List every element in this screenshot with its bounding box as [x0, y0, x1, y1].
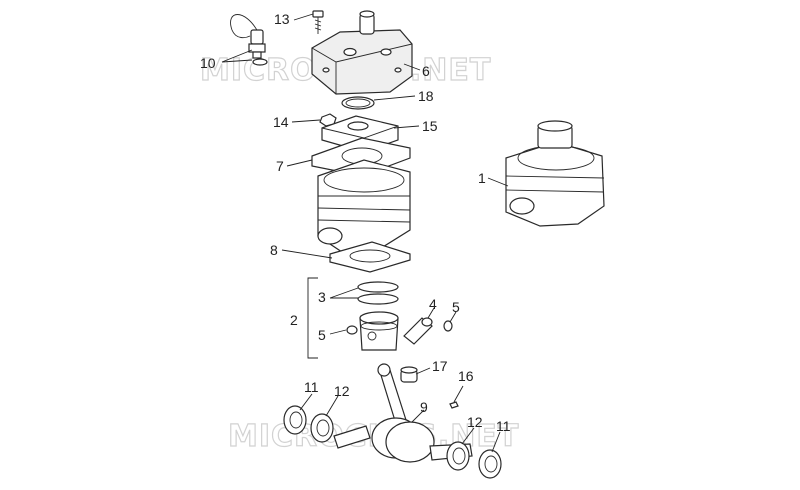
- callout-5-left: 5: [318, 327, 326, 343]
- part-11-oil-seal-right: [478, 449, 502, 479]
- callout-12-right: 12: [467, 414, 483, 430]
- leader-lines: [221, 13, 509, 453]
- callout-12-left: 12: [334, 383, 350, 399]
- callout-13: 13: [274, 11, 290, 27]
- part-4-piston-pin: [403, 317, 433, 345]
- cylinder-barrel: [317, 159, 411, 253]
- callout-14: 14: [273, 114, 289, 130]
- callout-16: 16: [458, 368, 474, 384]
- callout-7: 7: [276, 158, 284, 174]
- part-8-base-gasket: [329, 241, 411, 273]
- callout-5-right: 5: [452, 299, 460, 315]
- part-13-screw: [312, 10, 324, 34]
- callout-labels: 13 10 6 18 14 15 7 1 8 3 2 4 5 5 17 16 1…: [200, 11, 511, 434]
- callout-18: 18: [418, 88, 434, 104]
- callout-9: 9: [420, 399, 428, 415]
- part-16-key: [449, 401, 459, 409]
- part-3-piston-rings: [357, 281, 399, 305]
- part-2-piston: [359, 311, 399, 351]
- part-9-crankshaft: [333, 363, 473, 463]
- part-6-head-cover: [311, 10, 413, 95]
- part-5-circlip-left: [346, 325, 358, 335]
- part-10-temperature-sensor: [230, 14, 268, 66]
- callout-1: 1: [478, 170, 486, 186]
- part-5-circlip-right: [443, 320, 453, 332]
- callout-10: 10: [200, 55, 216, 71]
- part-12-bearing-right: [446, 441, 470, 471]
- callout-3: 3: [318, 289, 326, 305]
- callout-8: 8: [270, 242, 278, 258]
- callout-17: 17: [432, 358, 448, 374]
- callout-6: 6: [422, 63, 430, 79]
- part-12-bearing-left: [310, 413, 334, 443]
- part-1-cylinder-kit: [505, 120, 605, 227]
- callout-11-right: 11: [496, 418, 511, 434]
- part-17-needle-bearing: [400, 366, 418, 383]
- callout-2: 2: [290, 312, 298, 328]
- callout-4: 4: [429, 296, 437, 312]
- part-11-oil-seal-left: [283, 405, 307, 435]
- callout-15: 15: [422, 118, 438, 134]
- callout-11-left: 11: [304, 379, 319, 395]
